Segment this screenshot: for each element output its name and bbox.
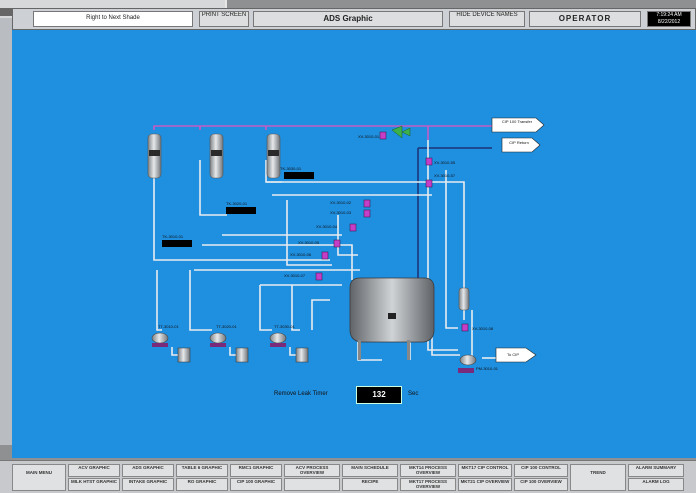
label-v-top: XV-3010-01 <box>358 134 380 139</box>
nav-row1-6[interactable]: MKT14 PROCESS OVERVIEW <box>400 464 456 477</box>
nav-row1-1[interactable]: ADS GRAPHIC <box>122 464 174 477</box>
nav-main-menu[interactable]: MAIN MENU <box>12 464 66 491</box>
valve-mid-3[interactable] <box>349 223 357 232</box>
level-box-2 <box>226 207 256 214</box>
nav-row1-7[interactable]: MKT17 CIP CONTROL <box>458 464 512 477</box>
pipe-diagram <box>147 117 545 373</box>
nav-row2-0[interactable]: MILK HTST GRAPHIC <box>68 478 120 491</box>
label-pump: PM-3010-01 <box>476 366 499 371</box>
nav-row1-8[interactable]: CIP 100 CONTROL <box>514 464 568 477</box>
outlet-flag-to-line <box>495 347 537 363</box>
nav-trend[interactable]: TREND <box>570 464 626 491</box>
nav-row2-7[interactable]: MKT21 CIP OVERVIEW <box>458 478 512 491</box>
clock: 7:19:24 AM 8/22/2012 <box>647 11 691 27</box>
valve-lower[interactable] <box>461 323 469 332</box>
label-v-mid1: XV-3010-02 <box>330 200 352 205</box>
label-d2: TK-3020-01 <box>226 201 248 206</box>
nav-row2-1[interactable]: INTAKE GRAPHIC <box>122 478 174 491</box>
outlet-cip-return-label[interactable]: CIP 100 Transfer <box>501 119 533 124</box>
nav-alarm-log[interactable]: ALARM LOG <box>628 478 684 491</box>
print-screen-button[interactable]: PRINT SCREEN <box>199 11 249 27</box>
timer-value[interactable]: 132 <box>356 386 402 404</box>
nav-row2-6[interactable]: MKT17 PROCESS OVERVIEW <box>400 478 456 491</box>
pump <box>458 354 477 373</box>
nav-row1-0[interactable]: ACV GRAPHIC <box>68 464 120 477</box>
valve-low[interactable] <box>315 272 323 281</box>
bottom-unit-2 <box>209 332 249 363</box>
nav-alarm-summary[interactable]: ALARM SUMMARY <box>628 464 684 477</box>
nav-row1-5[interactable]: MAIN SCHEDULE <box>342 464 398 477</box>
process-graphic: CIP 100 Transfer CIP Return To CIP XV-30… <box>12 30 696 458</box>
filter-tank-1 <box>147 133 162 179</box>
label-b2: TT-3020-01 <box>216 324 237 329</box>
label-d3: TK-3030-01 <box>280 166 302 171</box>
label-b1: TT-3010-01 <box>158 324 179 329</box>
nav-row2-3[interactable]: CIP 100 GRAPHIC <box>230 478 282 491</box>
outlet-flag-cip-return <box>491 117 545 133</box>
level-box-1 <box>162 240 192 247</box>
outlet-cip-supply-label[interactable]: CIP Return <box>509 140 529 145</box>
valve-mid-1[interactable] <box>363 199 371 208</box>
valve-right-2[interactable] <box>425 179 433 188</box>
label-v-mid2: XV-3010-03 <box>330 210 352 215</box>
timer-label: Remove Leak Timer <box>274 391 328 397</box>
label-v-mid3: XV-3010-04 <box>316 224 338 229</box>
nav-row2-8[interactable]: CIP 100 OVERVIEW <box>514 478 568 491</box>
label-d1: TK-3010-01 <box>162 234 184 239</box>
bottom-navigation: MAIN MENU ACV GRAPHIC ADS GRAPHIC TABLE … <box>0 460 696 493</box>
level-box-3 <box>284 172 314 179</box>
bottom-unit-1 <box>151 332 191 363</box>
nav-row2-2[interactable]: RO GRAPHIC <box>176 478 228 491</box>
nav-row1-2[interactable]: TABLE 6 GRAPHIC <box>176 464 228 477</box>
outlet-to-line-label[interactable]: To CIP <box>506 352 519 357</box>
check-valve[interactable] <box>391 125 411 139</box>
label-v-right1: XV-3010-55 <box>434 160 456 165</box>
user-role: OPERATOR <box>529 11 641 27</box>
filter-tank-2 <box>209 133 224 179</box>
label-b3: TT-3030-01 <box>274 324 295 329</box>
nav-row1-3[interactable]: RMC1 GRAPHIC <box>230 464 282 477</box>
filter-tank-3 <box>266 133 281 179</box>
header-input[interactable]: Right to Next Shade <box>33 11 193 27</box>
outlet-flag-cip-supply <box>501 137 541 153</box>
valve-right-1[interactable] <box>425 157 433 166</box>
process-tank <box>349 277 435 360</box>
valve-top[interactable] <box>379 131 387 140</box>
timer-unit: Sec <box>408 391 419 397</box>
bottom-unit-3 <box>269 332 309 363</box>
valve-mid-4[interactable] <box>333 239 341 248</box>
label-v-mid5: XV-3010-06 <box>290 252 312 257</box>
inline-filter <box>458 287 470 311</box>
valve-mid-2[interactable] <box>363 209 371 218</box>
nav-row2-4[interactable] <box>284 478 340 491</box>
top-toolbar: Right to Next Shade PRINT SCREEN ADS Gra… <box>12 8 696 30</box>
pipe-header-magenta <box>153 125 492 130</box>
label-lower-valve: XV-3010-08 <box>472 326 494 331</box>
nav-row2-5[interactable]: RECIPE <box>342 478 398 491</box>
label-v-mid4: XV-3010-05 <box>298 240 320 245</box>
hide-device-names-button[interactable]: HIDE DEVICE NAMES <box>449 11 525 27</box>
label-v-right2: XV-3010-57 <box>434 173 456 178</box>
label-v-low: XV-3010-07 <box>284 273 306 278</box>
page-title: ADS Graphic <box>253 11 443 27</box>
valve-mid-5[interactable] <box>321 251 329 260</box>
nav-row1-4[interactable]: ACV PROCESS OVERVIEW <box>284 464 340 477</box>
